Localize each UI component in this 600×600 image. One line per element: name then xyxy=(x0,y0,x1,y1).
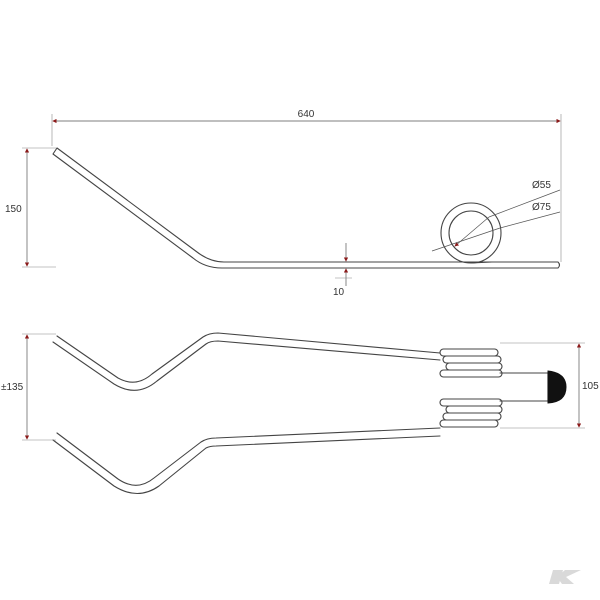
dimension-coil-width: 105 xyxy=(500,342,599,429)
coil-inner-circle xyxy=(448,210,494,256)
dimension-tine-spread: ±135 xyxy=(1,333,56,441)
dimension-coil-diameters: Ø55 Ø75 xyxy=(431,180,561,252)
dim-label-135: ±135 xyxy=(1,382,24,393)
upper-coil xyxy=(439,348,503,378)
dim-label-d75: Ø75 xyxy=(532,202,551,213)
top-view xyxy=(52,332,567,495)
dim-label-150: 150 xyxy=(5,204,22,215)
lower-tine-wire xyxy=(56,427,441,486)
upper-tine-wire xyxy=(56,332,441,383)
side-view xyxy=(52,147,561,269)
upper-tine-wire-inner xyxy=(52,340,441,391)
dimension-height: 150 xyxy=(5,147,56,268)
coil-outer-circle xyxy=(440,202,502,264)
side-wire-outer xyxy=(52,147,561,269)
coil-tangent xyxy=(470,261,493,264)
dimension-wire-offset: 10 xyxy=(333,243,352,298)
brand-k-logo-icon xyxy=(549,570,581,584)
dim-label-d55: Ø55 xyxy=(532,180,551,191)
dimension-overall-length: 640 xyxy=(51,109,562,262)
dim-label-10: 10 xyxy=(333,287,345,298)
dim-label-105: 105 xyxy=(582,381,599,392)
black-cap xyxy=(547,370,567,404)
connecting-bow xyxy=(499,372,549,402)
lower-tine-wire-inner xyxy=(52,435,441,495)
dim-label-640: 640 xyxy=(298,109,315,120)
lower-coil xyxy=(439,398,503,428)
